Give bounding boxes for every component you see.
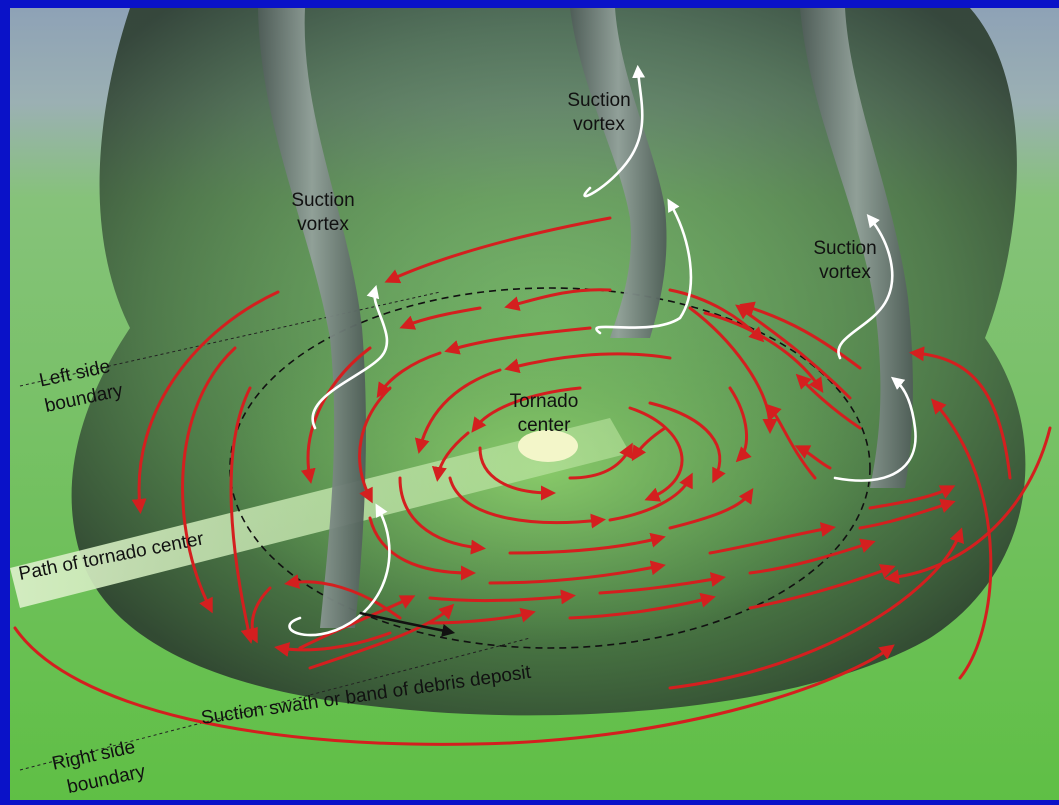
label-tornado-center-line1: Tornado: [510, 391, 579, 412]
label-suction-vortex-top-line1: Suction: [567, 90, 630, 111]
label-suction-vortex-right-line1: Suction: [813, 238, 876, 259]
label-suction-vortex-left-line2: vortex: [297, 214, 349, 235]
tornado-diagram: Suction vortex Suction vortex Suction vo…: [10, 8, 1059, 800]
label-tornado-center-line2: center: [518, 415, 571, 436]
label-suction-vortex-left-line1: Suction: [291, 190, 354, 211]
label-suction-vortex-top-line2: vortex: [573, 114, 625, 135]
label-suction-vortex-right-line2: vortex: [819, 262, 871, 283]
